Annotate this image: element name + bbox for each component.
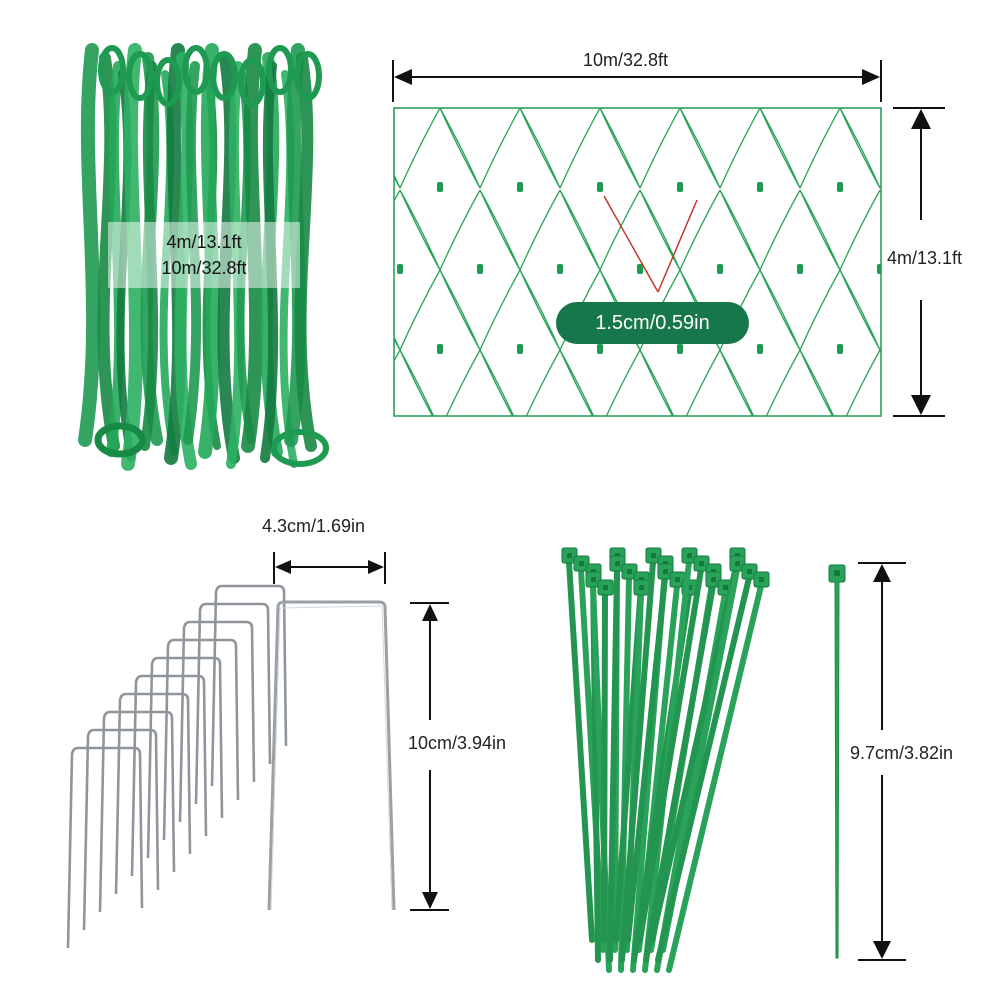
coil-size-label: 4m/13.1ft 10m/32.8ft: [108, 222, 300, 288]
coil-size-line-2: 10m/32.8ft: [161, 258, 247, 278]
net-height-label: 4m/13.1ft: [887, 248, 963, 268]
stake-height-label: 10cm/3.94in: [408, 733, 507, 753]
net-width-label: 10m/32.8ft: [583, 50, 669, 70]
mesh-size-badge: 1.5cm/0.59in: [556, 302, 749, 344]
coil-size-line-1: 4m/13.1ft: [166, 232, 242, 252]
mesh-size-label: 1.5cm/0.59in: [595, 311, 710, 334]
stake-width-label: 4.3cm/1.69in: [262, 516, 366, 536]
tie-length-label: 9.7cm/3.82in: [850, 743, 954, 763]
